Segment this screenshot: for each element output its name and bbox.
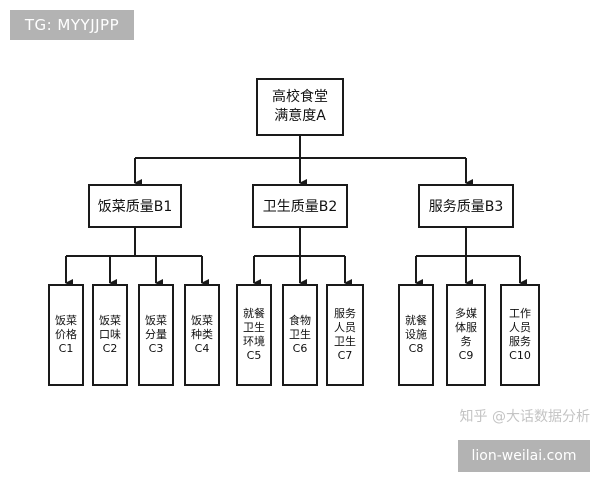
node-b2-label: 卫生质量B2 (262, 199, 338, 215)
node-root: 高校食堂 满意度A (256, 78, 344, 136)
node-b3: 服务质量B3 (418, 184, 514, 228)
node-c8-code: C8 (408, 342, 424, 355)
node-c4-text: 饭菜种类 (191, 314, 213, 341)
node-c6-text: 食物卫生 (289, 314, 311, 341)
node-c8: 就餐设施 C8 (398, 284, 434, 386)
watermark-zhihu: 知乎 @大话数据分析 (459, 409, 590, 425)
node-c1: 饭菜价格 C1 (48, 284, 84, 386)
node-c2: 饭菜口味 C2 (92, 284, 128, 386)
node-b2: 卫生质量B2 (252, 184, 348, 228)
node-c9-code: C9 (458, 349, 474, 362)
node-b1-label: 饭菜质量B1 (97, 199, 173, 215)
node-c4-code: C4 (194, 342, 210, 355)
node-c2-text: 饭菜口味 (99, 314, 121, 341)
node-c1-code: C1 (58, 342, 74, 355)
node-c8-text: 就餐设施 (405, 314, 427, 341)
node-c7-code: C7 (337, 349, 353, 362)
watermark-site: lion-weilai.com (458, 440, 590, 472)
node-c5: 就餐卫生环境 C5 (236, 284, 272, 386)
node-c3-text: 饭菜分量 (145, 314, 167, 341)
node-c3-code: C3 (148, 342, 164, 355)
root-line-2: 满意度A (274, 108, 326, 124)
node-c2-code: C2 (102, 342, 118, 355)
node-b1: 饭菜质量B1 (88, 184, 182, 228)
node-c10: 工作人员服务 C10 (500, 284, 540, 386)
node-c6-code: C6 (292, 342, 308, 355)
node-c1-text: 饭菜价格 (55, 314, 77, 341)
root-line-1: 高校食堂 (272, 89, 328, 105)
node-c9-text: 多媒体服务 (455, 307, 477, 348)
node-b3-label: 服务质量B3 (428, 199, 504, 215)
node-c10-text: 工作人员服务 (509, 307, 531, 348)
node-c4: 饭菜种类 C4 (184, 284, 220, 386)
node-c5-text: 就餐卫生环境 (243, 307, 265, 348)
node-c7: 服务人员卫生 C7 (326, 284, 364, 386)
node-c6: 食物卫生 C6 (282, 284, 318, 386)
node-c9: 多媒体服务 C9 (446, 284, 486, 386)
node-c10-code: C10 (509, 349, 531, 362)
watermark-tag: TG: MYYJJPP (10, 10, 134, 40)
node-c3: 饭菜分量 C3 (138, 284, 174, 386)
node-c5-code: C5 (246, 349, 262, 362)
node-c7-text: 服务人员卫生 (334, 307, 356, 348)
